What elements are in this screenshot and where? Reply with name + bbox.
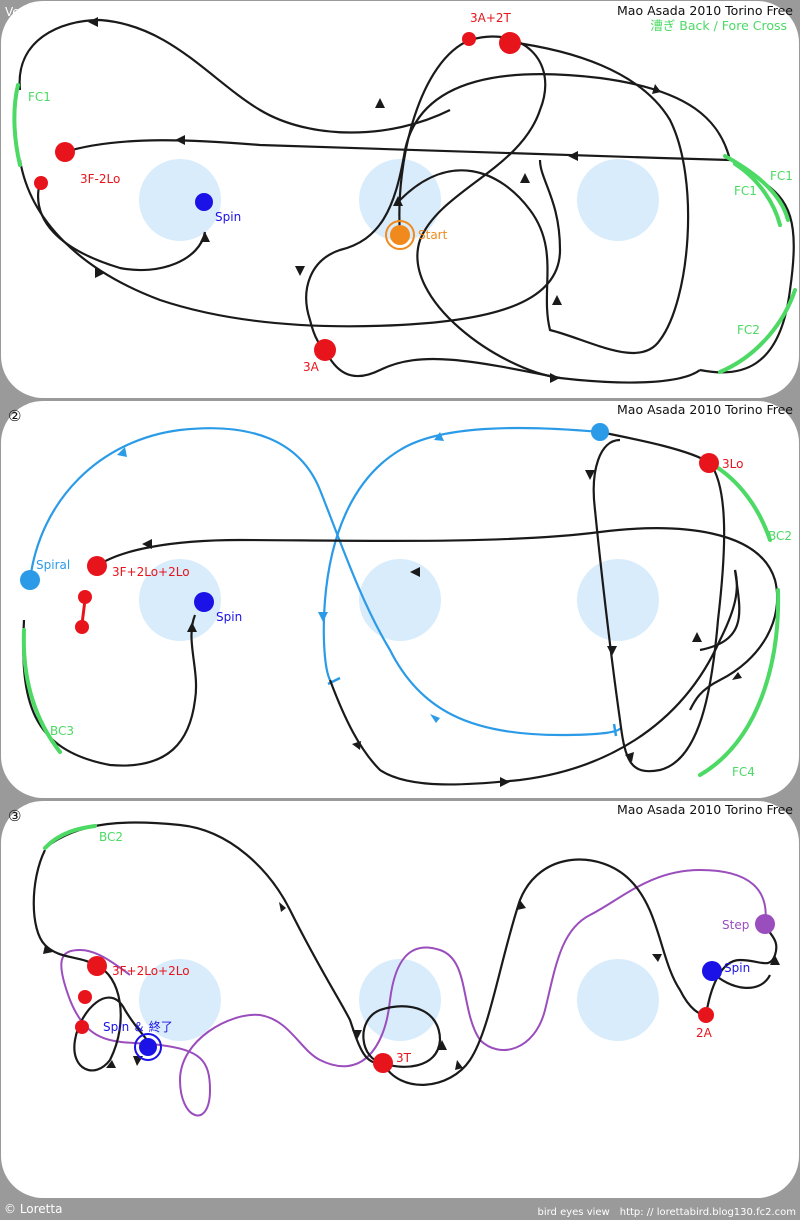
crossovers-1 [12, 83, 797, 374]
faceoff-circle [577, 959, 659, 1041]
faceoff-circle [577, 559, 659, 641]
faceoff-circle [139, 159, 221, 241]
faceoff-circle [577, 159, 659, 241]
jump-marker [314, 339, 336, 361]
element-label: FC1 [770, 169, 793, 183]
element-label: 3F-2Lo [80, 172, 120, 186]
element-label: 3Lo [722, 457, 743, 471]
step-marker [755, 914, 775, 934]
faceoff-circle [139, 559, 221, 641]
spin-marker [195, 193, 213, 211]
panel-title: Mao Asada 2010 Torino Free [617, 802, 793, 817]
copyright: © Loretta [4, 1202, 63, 1216]
element-label: Step [722, 918, 749, 932]
spiral-arrows-2 [117, 432, 444, 723]
panel-subtitle: 漕ぎ Back / Fore Cross [650, 18, 787, 33]
panel-1: Ver.1 Mao Asada 2010 Torino Free 漕ぎ Back… [1, 1, 799, 398]
element-label: 3A [303, 360, 320, 374]
faceoff-circle [139, 959, 221, 1041]
element-label: Spin ＆ 終了 [103, 1019, 173, 1034]
element-label: Spin [724, 961, 750, 975]
jump-marker [462, 32, 476, 46]
jump-marker [34, 176, 48, 190]
element-label: Spiral [36, 558, 70, 572]
start-ring [385, 220, 415, 250]
element-label: 2A [696, 1026, 713, 1040]
jump-marker [699, 453, 719, 473]
jump-marker [78, 590, 92, 604]
element-label: Start [418, 228, 448, 242]
skating-path-3 [32, 821, 778, 1086]
spiral-tick [612, 723, 618, 737]
element-label: FC1 [28, 90, 51, 104]
credits-link[interactable]: bird eyes view http: // lorettabird.blog… [537, 1207, 797, 1218]
panel-index-label: Ver.1 [5, 5, 35, 19]
jump-connector [80, 599, 87, 625]
spiral-marker [20, 570, 40, 590]
panel-2: ② Mao Asada 2010 Torino Free 3Lo BC2 Spi… [1, 401, 799, 798]
element-label: 3F+2Lo+2Lo [112, 964, 190, 978]
element-label: 3F+2Lo+2Lo [112, 565, 190, 579]
jump-marker [87, 556, 107, 576]
panel-3: ③ Mao Asada 2010 Torino Free BC2 Step Sp… [1, 801, 799, 1198]
jump-marker [698, 1007, 714, 1023]
jump-marker [499, 32, 521, 54]
spin-marker [702, 961, 722, 981]
jump-marker [75, 620, 89, 634]
faceoff-circle [359, 559, 441, 641]
spiral-marker [591, 423, 609, 441]
element-label: FC2 [737, 323, 760, 337]
element-label: Spin [216, 610, 242, 624]
direction-arrows-3 [43, 900, 780, 1070]
panel-index-label: ② [8, 407, 21, 425]
skating-path-1 [18, 18, 795, 384]
element-label: BC2 [99, 830, 123, 844]
direction-arrows-1 [88, 17, 661, 383]
panel-title: Mao Asada 2010 Torino Free [617, 402, 793, 417]
element-label: Spin [215, 210, 241, 224]
element-label: BC3 [50, 724, 74, 738]
panel-title: Mao Asada 2010 Torino Free [617, 3, 793, 18]
end-ring [134, 1033, 162, 1061]
panel-index-label: ③ [8, 807, 21, 825]
direction-arrows-2 [142, 470, 742, 787]
crossover-3 [43, 824, 97, 850]
jump-marker [87, 956, 107, 976]
step-path-3 [60, 868, 767, 1117]
element-label: 3T [396, 1051, 412, 1065]
start-marker [390, 225, 410, 245]
crossovers-2 [21, 461, 781, 777]
element-label: FC1 [734, 184, 757, 198]
jump-marker [373, 1053, 393, 1073]
spin-marker [139, 1038, 157, 1056]
element-label: FC4 [732, 765, 755, 779]
jump-marker [75, 1020, 89, 1034]
footer: © Loretta bird eyes view http: // lorett… [0, 1200, 800, 1220]
jump-marker [78, 990, 92, 1004]
element-label: BC2 [768, 529, 792, 543]
skating-path-2 [22, 430, 779, 786]
element-label: 3A+2T [470, 11, 512, 25]
spiral-path-2 [28, 426, 622, 737]
spin-marker [194, 592, 214, 612]
faceoff-circle [359, 959, 441, 1041]
jump-marker [55, 142, 75, 162]
